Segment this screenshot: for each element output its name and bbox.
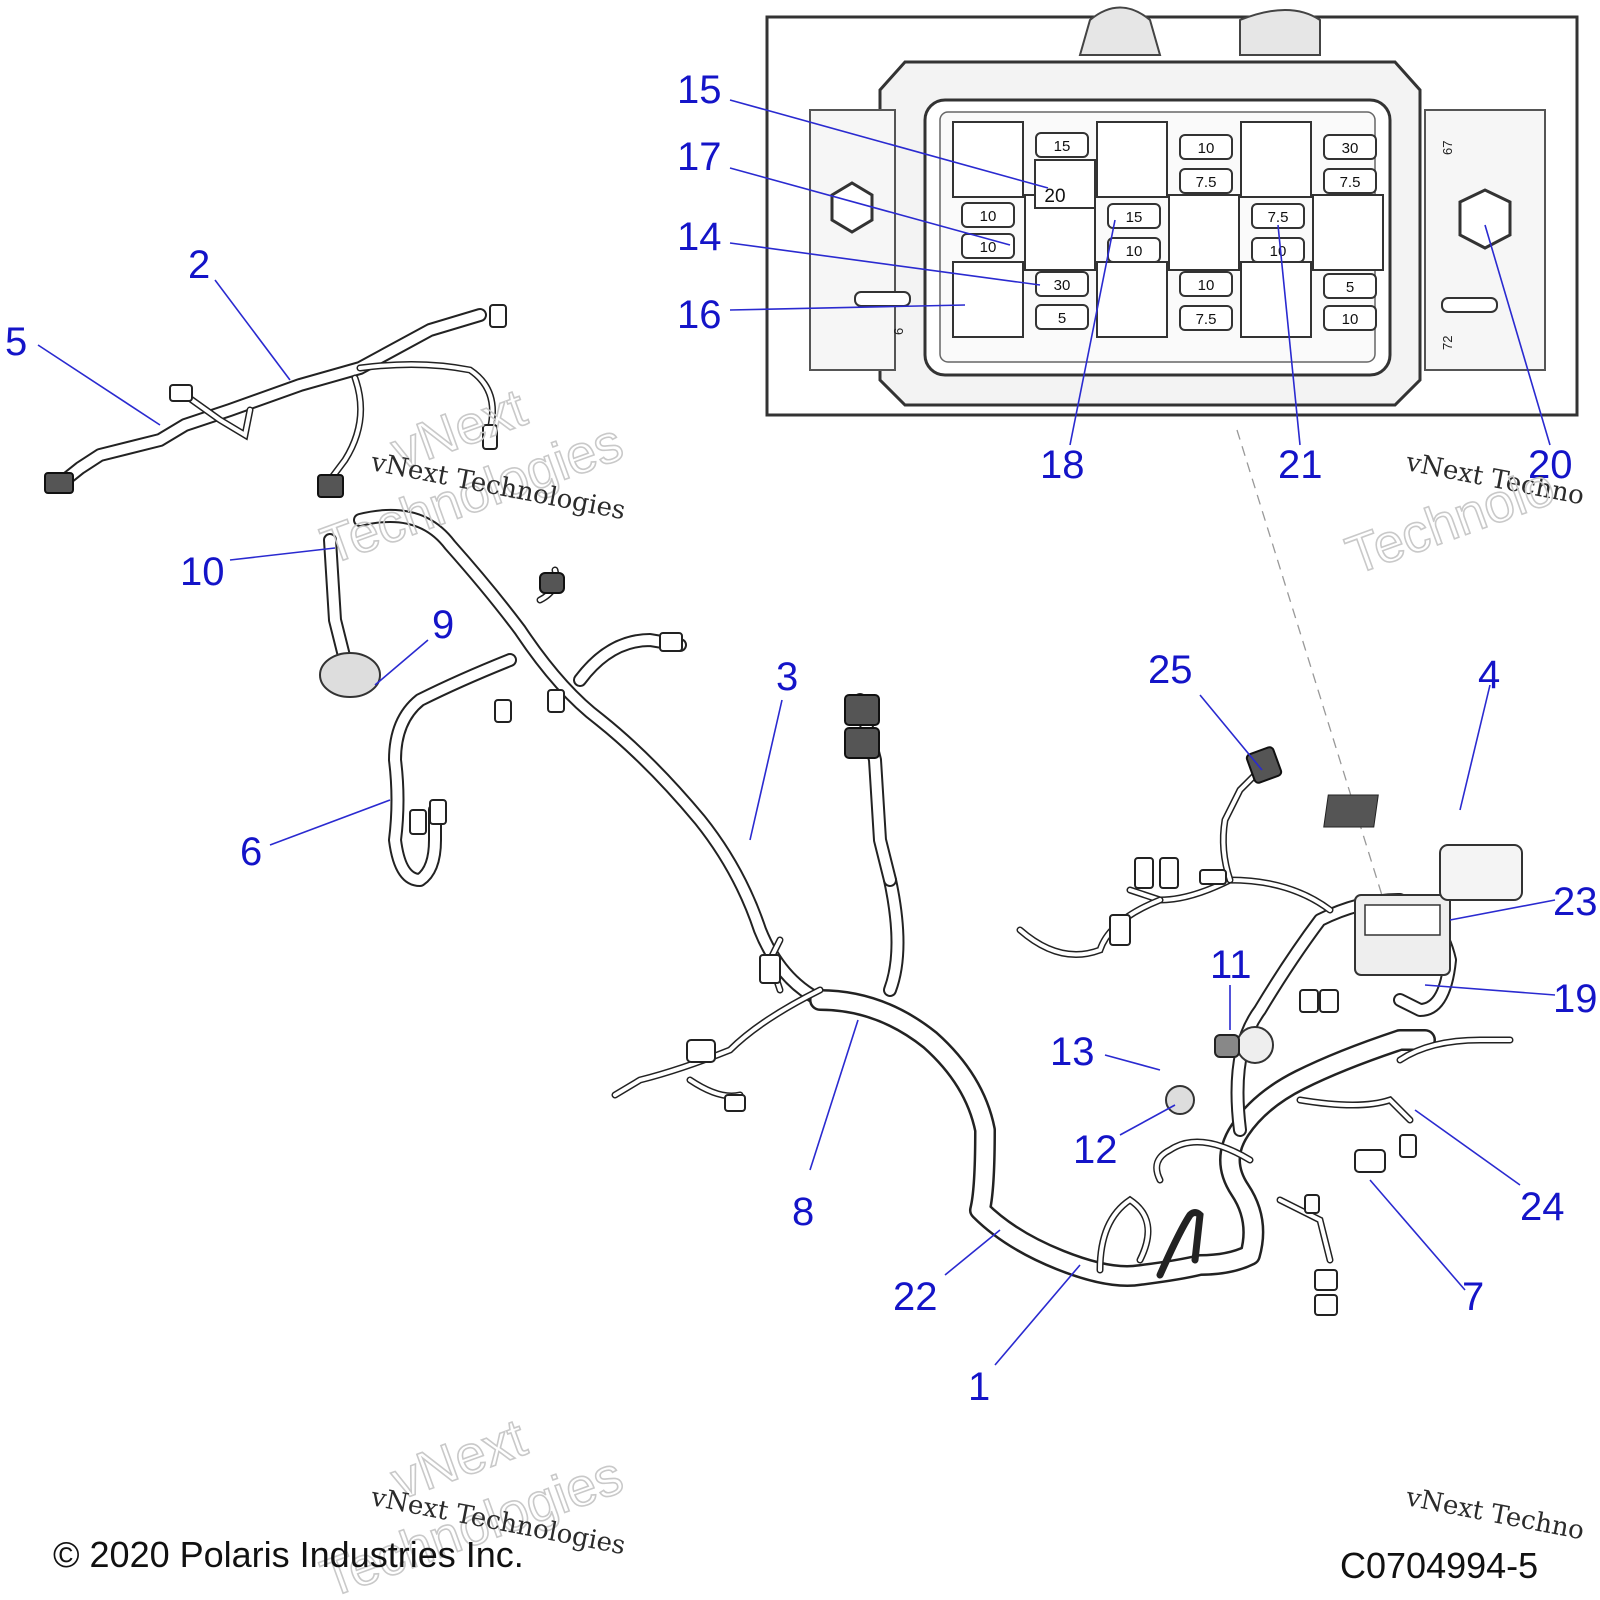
callout-14: 14: [677, 215, 722, 259]
relay: [1096, 261, 1168, 338]
fuse: 10: [1107, 237, 1161, 263]
fuse-box-cover: [1439, 844, 1523, 901]
svg-text:30: 30: [1054, 277, 1071, 294]
fuse: 10: [1179, 271, 1233, 297]
fuses: 15 20 10 10 30 5 10 7.5 15 10 10 7.5 30 …: [961, 132, 1377, 331]
fuse: 10: [1251, 237, 1305, 263]
fuse: 7.5: [1179, 305, 1233, 331]
relay: [952, 121, 1024, 198]
callout-24: 24: [1520, 1185, 1565, 1229]
bolt-right: [1458, 188, 1512, 250]
relays: [952, 121, 1384, 338]
callout-6: 6: [240, 830, 262, 874]
fuse: 7.5: [1323, 168, 1377, 194]
svg-text:30: 30: [1342, 140, 1359, 157]
svg-text:10: 10: [1198, 277, 1215, 294]
callout-15: 15: [677, 68, 722, 112]
callout-4: 4: [1478, 653, 1500, 697]
fuse-box-cable-top: [1078, 6, 1162, 56]
harness-1: [611, 693, 1523, 1316]
relay: [952, 261, 1024, 338]
callout-21: 21: [1278, 443, 1323, 487]
fuse: 20: [1044, 186, 1065, 207]
callouts: 1 2 3 4 5 6 7 8 9 10 11 12 13 14 15 16 1…: [5, 68, 1598, 1409]
callout-3: 3: [776, 655, 798, 699]
callout-16: 16: [677, 293, 722, 337]
callout-7: 7: [1462, 1275, 1484, 1319]
leader-lines: [37, 99, 1556, 1366]
harness-3: [319, 508, 827, 1007]
fuse: 15: [1035, 132, 1089, 158]
fuse-label-decal: [1323, 794, 1379, 828]
copyright-text: © 2020 Polaris Industries Inc.: [53, 1534, 524, 1575]
relay: [1096, 121, 1168, 198]
fuse: 15: [1107, 203, 1161, 229]
callout-17: 17: [677, 135, 722, 179]
svg-text:5: 5: [1346, 279, 1354, 296]
callout-11: 11: [1210, 943, 1252, 987]
svg-text:10: 10: [1126, 243, 1143, 260]
callout-20: 20: [1528, 443, 1573, 487]
svg-text:10: 10: [1342, 311, 1359, 328]
watermarks: vNext Technologies vNext Technologies vN…: [313, 377, 1587, 1600]
harness-2: [44, 304, 507, 498]
svg-text:10: 10: [980, 208, 997, 225]
callout-8: 8: [792, 1190, 814, 1234]
callout-12: 12: [1073, 1128, 1118, 1172]
svg-text:20: 20: [1044, 186, 1065, 207]
callout-1: 1: [968, 1365, 990, 1409]
fuse: 7.5: [1179, 168, 1233, 194]
callout-9: 9: [432, 603, 454, 647]
callout-5: 5: [5, 320, 27, 364]
svg-text:10: 10: [1198, 140, 1215, 157]
grommet: [1236, 1026, 1274, 1064]
fuse: 10: [961, 233, 1015, 259]
fuse: 30: [1323, 134, 1377, 160]
relay-part: [1214, 1034, 1240, 1058]
fuse: 5: [1035, 304, 1089, 330]
fuse: 10: [1179, 134, 1233, 160]
fuse: 30: [1035, 271, 1089, 297]
relay-raised: [1034, 159, 1096, 209]
fuse: 10: [1323, 305, 1377, 331]
pin-label-72: 72: [1440, 336, 1455, 350]
callout-2: 2: [188, 243, 210, 287]
mount-ear-left: [809, 109, 896, 371]
grommet: [1165, 1085, 1195, 1115]
fuse: 10: [961, 202, 1015, 228]
horn: [319, 652, 381, 698]
bolt-left: [830, 181, 874, 234]
relay: [1168, 194, 1240, 271]
pin-label-6: 6: [891, 328, 906, 335]
pin-label-67: 67: [1440, 141, 1455, 155]
callout-22: 22: [893, 1275, 938, 1319]
svg-text:7.5: 7.5: [1196, 311, 1217, 328]
fuse: 5: [1323, 273, 1377, 299]
svg-text:7.5: 7.5: [1268, 209, 1289, 226]
relay: [1240, 121, 1312, 198]
fuse-box-inset: 15 20 10 10 30 5 10 7.5 15 10 10 7.5 30 …: [765, 6, 1579, 417]
relay: [1312, 194, 1384, 271]
callout-13: 13: [1050, 1030, 1095, 1074]
svg-text:10: 10: [1270, 243, 1287, 260]
callout-23: 23: [1553, 880, 1598, 924]
drawing-id: C0704994-5: [1340, 1545, 1538, 1586]
svg-text:15: 15: [1054, 138, 1071, 155]
inset-reference-line: [1236, 429, 1386, 906]
callout-19: 19: [1553, 977, 1598, 1021]
svg-text:15: 15: [1126, 209, 1143, 226]
svg-text:7.5: 7.5: [1340, 174, 1361, 191]
svg-text:7.5: 7.5: [1196, 174, 1217, 191]
callout-10: 10: [180, 550, 225, 594]
svg-text:5: 5: [1058, 310, 1066, 327]
relay: [1240, 261, 1312, 338]
fuse: 7.5: [1251, 203, 1305, 229]
watermark-bottom-right-small: vNext Techno: [1403, 1482, 1587, 1546]
callout-25: 25: [1148, 648, 1193, 692]
svg-text:10: 10: [980, 239, 997, 256]
callout-18: 18: [1040, 443, 1085, 487]
